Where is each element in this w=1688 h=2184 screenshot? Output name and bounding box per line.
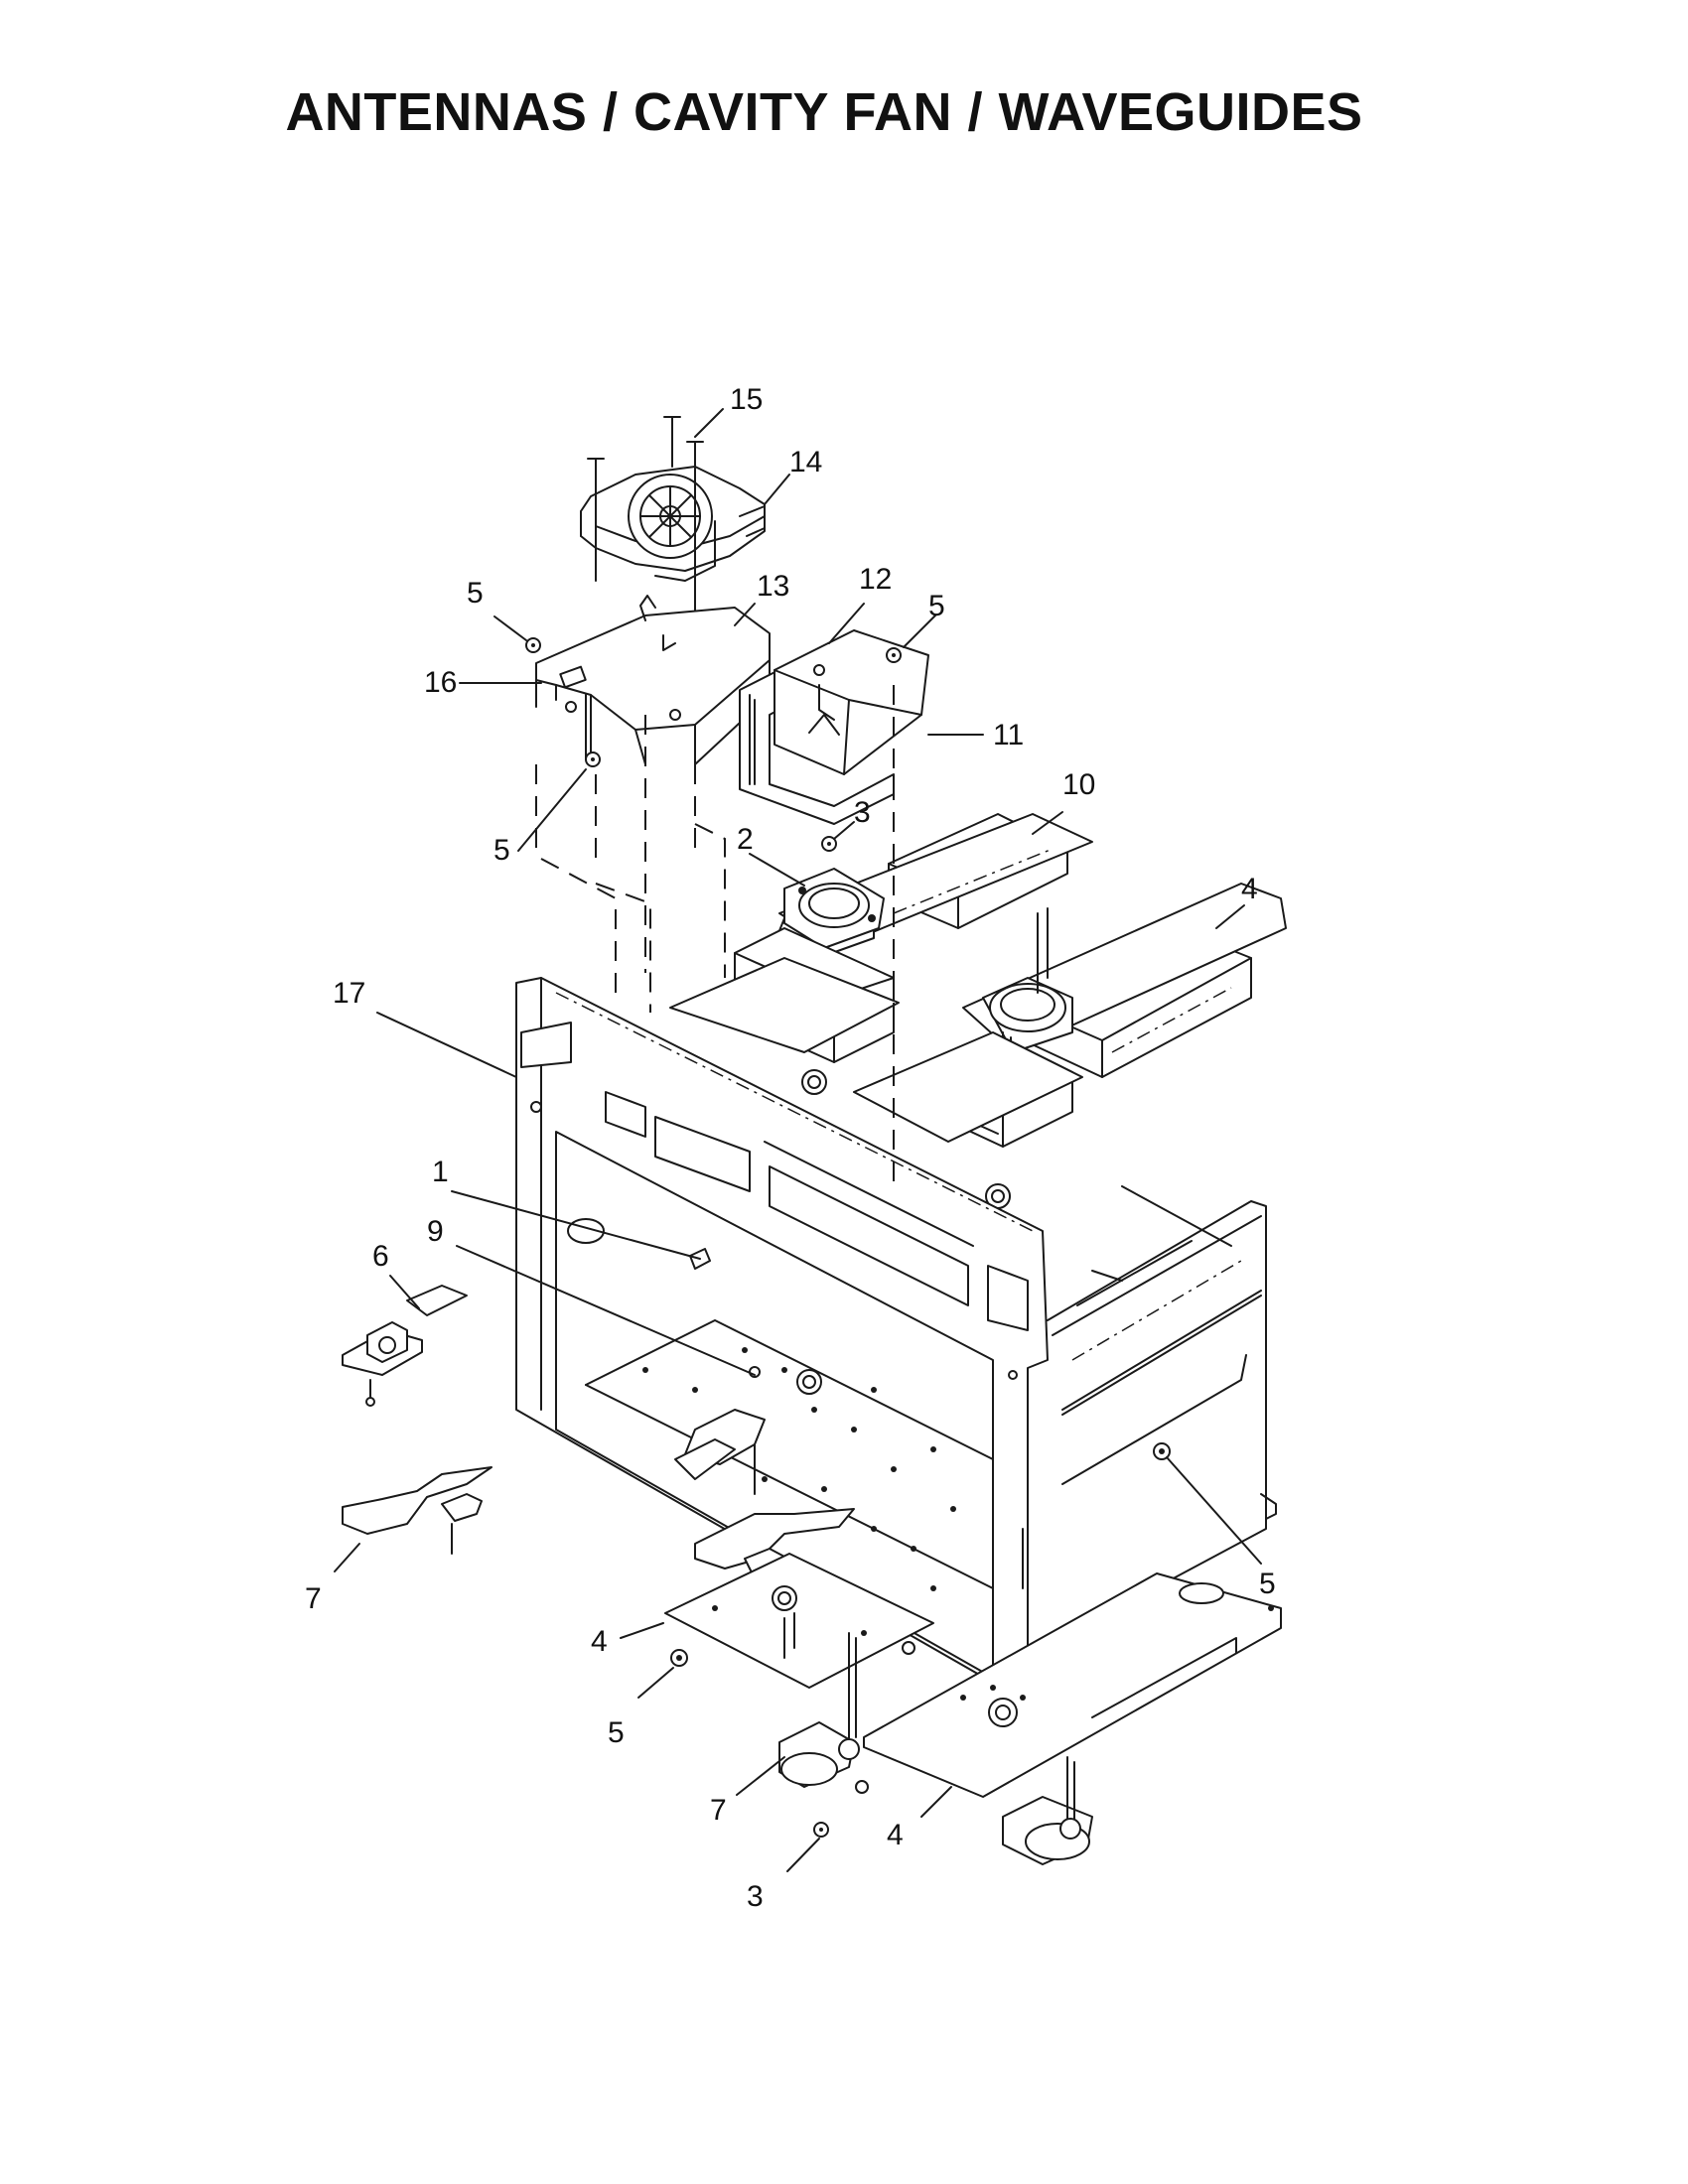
callout-5-mid-left: 5: [493, 834, 510, 867]
callout-3-upper: 3: [854, 796, 871, 829]
callout-17: 17: [333, 977, 365, 1010]
antenna-9: [674, 1366, 766, 1495]
callout-15: 15: [730, 383, 763, 416]
stirrer-motor-2: [783, 868, 885, 1024]
leader-lines: [334, 408, 1262, 1872]
callout-10: 10: [1062, 768, 1095, 801]
screw-small: [902, 1641, 915, 1655]
assembly-lines: [535, 685, 895, 1727]
nut-3-b: [813, 1822, 829, 1838]
callout-7-center: 7: [710, 1794, 727, 1827]
waveguide-4-upper-box: [853, 1031, 1083, 1209]
callout-4-upper-right: 4: [1241, 873, 1258, 905]
callout-9: 9: [427, 1215, 444, 1248]
waveguide-plate-4-left: [664, 1553, 934, 1689]
nut-5-b: [886, 647, 902, 663]
waveguide-10-lower: [669, 927, 900, 1095]
antenna-7-left: [342, 1466, 492, 1555]
fan-bracket: [535, 595, 771, 765]
cavity-frame-17: [515, 977, 1054, 1701]
callout-4-bottom: 4: [887, 1819, 904, 1851]
callout-7-left: 7: [305, 1582, 322, 1615]
callout-6: 6: [372, 1240, 389, 1273]
callout-labels: 15 14 13 12 5 5 16 11 10 3 5 2 4 17 1 9 …: [305, 383, 1276, 1913]
waveguide-4-upper: [962, 883, 1287, 1113]
feed-fitting-1: [567, 1218, 711, 1270]
nut-3-a: [821, 836, 837, 852]
stirrer-motor-bottom-left: [778, 1632, 869, 1794]
fan-screws: [587, 416, 704, 636]
waveguide-plate-4-right: [863, 1572, 1282, 1798]
stirrer-motor-bottom-right: [1002, 1756, 1093, 1865]
callout-12: 12: [859, 563, 892, 596]
callout-2: 2: [737, 823, 754, 856]
callout-5-right: 5: [1259, 1568, 1276, 1600]
callout-3-bottom: 3: [747, 1880, 764, 1913]
nut-5-a: [525, 637, 541, 653]
page-title: ANTENNAS / CAVITY FAN / WAVEGUIDES: [285, 82, 1363, 142]
callout-5-top-right: 5: [928, 590, 945, 622]
callout-14: 14: [789, 446, 822, 478]
antenna-6: [342, 1285, 468, 1407]
cover-11: [774, 629, 929, 775]
nut-5-c: [585, 751, 601, 767]
cavity-body: [1047, 1185, 1277, 1644]
callout-16: 16: [424, 666, 457, 699]
callout-5-top-left: 5: [467, 577, 484, 610]
callout-13: 13: [757, 570, 789, 603]
nut-5-e: [670, 1649, 688, 1667]
nut-5-d: [1153, 1442, 1171, 1460]
cavity-fan: [580, 466, 766, 582]
callout-1: 1: [432, 1156, 449, 1188]
callout-5-lower-left: 5: [608, 1716, 625, 1749]
callout-4-lower-left: 4: [591, 1625, 608, 1658]
callout-11: 11: [993, 719, 1024, 751]
